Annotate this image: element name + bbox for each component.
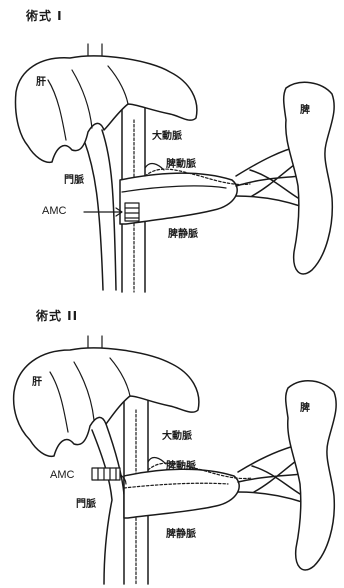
- portal-vein: [84, 130, 116, 290]
- splenic-artery-origin-2: [148, 458, 166, 464]
- liver-label-2: 肝: [32, 378, 42, 388]
- amc-label-2: AMC: [50, 470, 74, 481]
- portal-vein-2: [92, 424, 124, 584]
- amc-label: AMC: [42, 206, 66, 217]
- aorta-label-2: 大動脈: [162, 432, 192, 442]
- portal-vein-label-2: 門脈: [76, 500, 96, 510]
- procedure1-title: 術式 I: [26, 10, 63, 22]
- procedure2-anatomy: [14, 336, 337, 584]
- spleen-label-2: 脾: [300, 404, 310, 414]
- splenic-vein-2: [124, 469, 239, 518]
- splenic-artery-label: 脾動脈: [166, 160, 196, 170]
- liver-label: 肝: [36, 78, 46, 88]
- spleen-label: 脾: [300, 106, 310, 116]
- splenic-vein-label-2: 脾静脈: [166, 530, 196, 540]
- amc-pointer-arrow: [84, 208, 122, 216]
- portal-vein-label: 門脈: [64, 176, 84, 186]
- splenic-artery-label-2: 脾動脈: [166, 462, 196, 472]
- splenic-vein-label: 脾静脈: [168, 230, 198, 240]
- aorta-label: 大動脈: [152, 132, 182, 142]
- procedure2-title: 術式 II: [36, 310, 78, 322]
